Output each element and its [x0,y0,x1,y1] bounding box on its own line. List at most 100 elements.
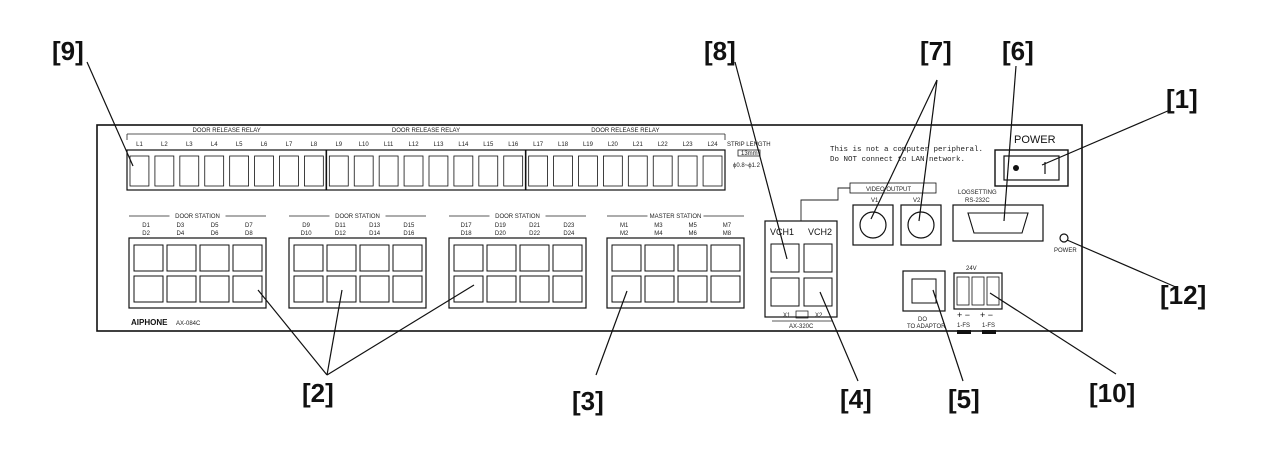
relay-terminal-slot [702,155,723,187]
station-terminal-label: D2 [142,231,150,237]
station-group-title: DOOR STATION [175,214,220,220]
station-terminal-slot [710,275,741,303]
vch2-label: VCH2 [808,227,832,237]
relay-terminal-slot [677,155,698,187]
station-terminal-label: D7 [245,223,253,229]
station-terminal-label: D4 [177,231,185,237]
station-terminal-slot [232,244,263,272]
relay-terminal-slot [353,155,374,187]
brand-logo: AIPHONE [131,318,168,327]
power-switch-label: POWER [1014,134,1056,146]
station-terminal-slot [166,275,197,303]
x1-label: X1 [783,313,791,319]
strip-length-gauge: STRIP LENGTH 13mm ϕ0.8~ϕ1.2 [727,142,771,169]
video-output-group: VIDEO OUTPUT V1 V2 [849,182,942,246]
power-switch[interactable] [1003,155,1060,181]
station-terminal-slot [293,244,324,272]
station-terminal-slot [710,244,741,272]
station-group-title: DOOR STATION [335,214,380,220]
notice-line-1: This is not a computer peripheral. [830,146,983,154]
station-terminal-slot [552,244,583,272]
relay-terminal-label: L12 [409,142,420,148]
station-terminal-label: M6 [688,231,697,237]
station-terminal-label: D9 [302,223,310,229]
station-group-title: MASTER STATION [650,214,702,220]
logsetting-port: LOGSETTING RS-232C [952,190,1044,242]
station-terminal-label: D22 [529,231,541,237]
station-group-title: DOOR STATION [495,214,540,220]
station-terminal-label: M2 [620,231,629,237]
relay-terminal-slot [304,155,324,187]
station-terminal-label: D17 [461,223,473,229]
notice-line-2: Do NOT connect to LAN network. [830,156,965,164]
relay-terminal-slot [179,155,200,187]
station-terminal-label: D19 [495,223,507,229]
callout-5: [5] [948,384,980,414]
station-terminal-slot [644,244,675,272]
relay-terminal-label: L22 [658,142,669,148]
callout-leader-lines [86,61,1179,382]
relay-terminal-label: L24 [708,142,719,148]
relay-terminal-slot [279,155,299,187]
station-terminal-label: D24 [563,231,575,237]
station-terminal-slot [611,244,642,272]
station-terminal-slot [453,244,484,272]
relay-terminal-label: L9 [335,142,342,148]
svg-text:+ −: + − [980,310,993,320]
station-terminal-slot [486,275,517,303]
terminal-24v-label: 24V [966,266,977,272]
station-terminal-label: M5 [688,223,697,229]
station-terminal-slot [359,275,390,303]
station-terminal-slot [519,244,550,272]
station-terminal-label: D5 [211,223,219,229]
relay-terminal-label: L6 [261,142,268,148]
station-terminal-label: M1 [620,223,629,229]
relay-terminal-label: L11 [384,142,394,148]
relay-terminal-label: L21 [633,142,644,148]
station-terminal-slot [326,244,357,272]
station-terminal-label: D3 [177,223,185,229]
relay-terminal-label: L13 [433,142,444,148]
relay-terminal-slot [553,155,573,187]
relay-terminal-slot [603,155,623,187]
relay-terminal-label: L15 [483,142,494,148]
relay-terminal-label: L5 [236,142,243,148]
station-terminal-slot [392,244,423,272]
power-led-label: POWER [1054,248,1077,254]
station-terminal-slot [552,275,583,303]
rs232c-connector [967,212,1029,234]
station-terminal-slot [677,244,708,272]
relay-terminal-slot [254,155,274,187]
callout-2: [2] [302,378,334,408]
relay-terminal-slot [229,155,249,187]
station-terminal-label: D21 [529,223,541,229]
vch-terminal-block: VCH1 VCH2 X1 X2 AX-320C [764,187,850,330]
dc-label: DO [918,317,927,323]
station-terminal-slot [133,275,164,303]
callout-12: [12] [1160,280,1206,310]
strip-length-label: STRIP LENGTH [727,142,771,148]
relay-terminal-slot [154,155,175,187]
power-led [1059,233,1069,243]
terminal-24v-group: 24V + − + − 1-FS 1-FS [953,266,1003,334]
relay-terminal-slot [378,155,399,187]
terminal-left-label: 1-FS [957,323,970,329]
relay-terminal-label: L1 [136,142,143,148]
station-terminal-slot [453,275,484,303]
terminal-right-label: 1-FS [982,323,995,329]
callout-3: [3] [572,386,604,416]
station-terminal-slot [326,275,357,303]
relay-terminal-slot [403,155,424,187]
station-terminal-slot [519,275,550,303]
station-terminal-slot [677,275,708,303]
station-terminal-label: D18 [461,231,473,237]
model-label: AX-084C [176,321,201,327]
station-terminal-label: M4 [654,231,663,237]
relay-terminal-slot [528,155,548,187]
